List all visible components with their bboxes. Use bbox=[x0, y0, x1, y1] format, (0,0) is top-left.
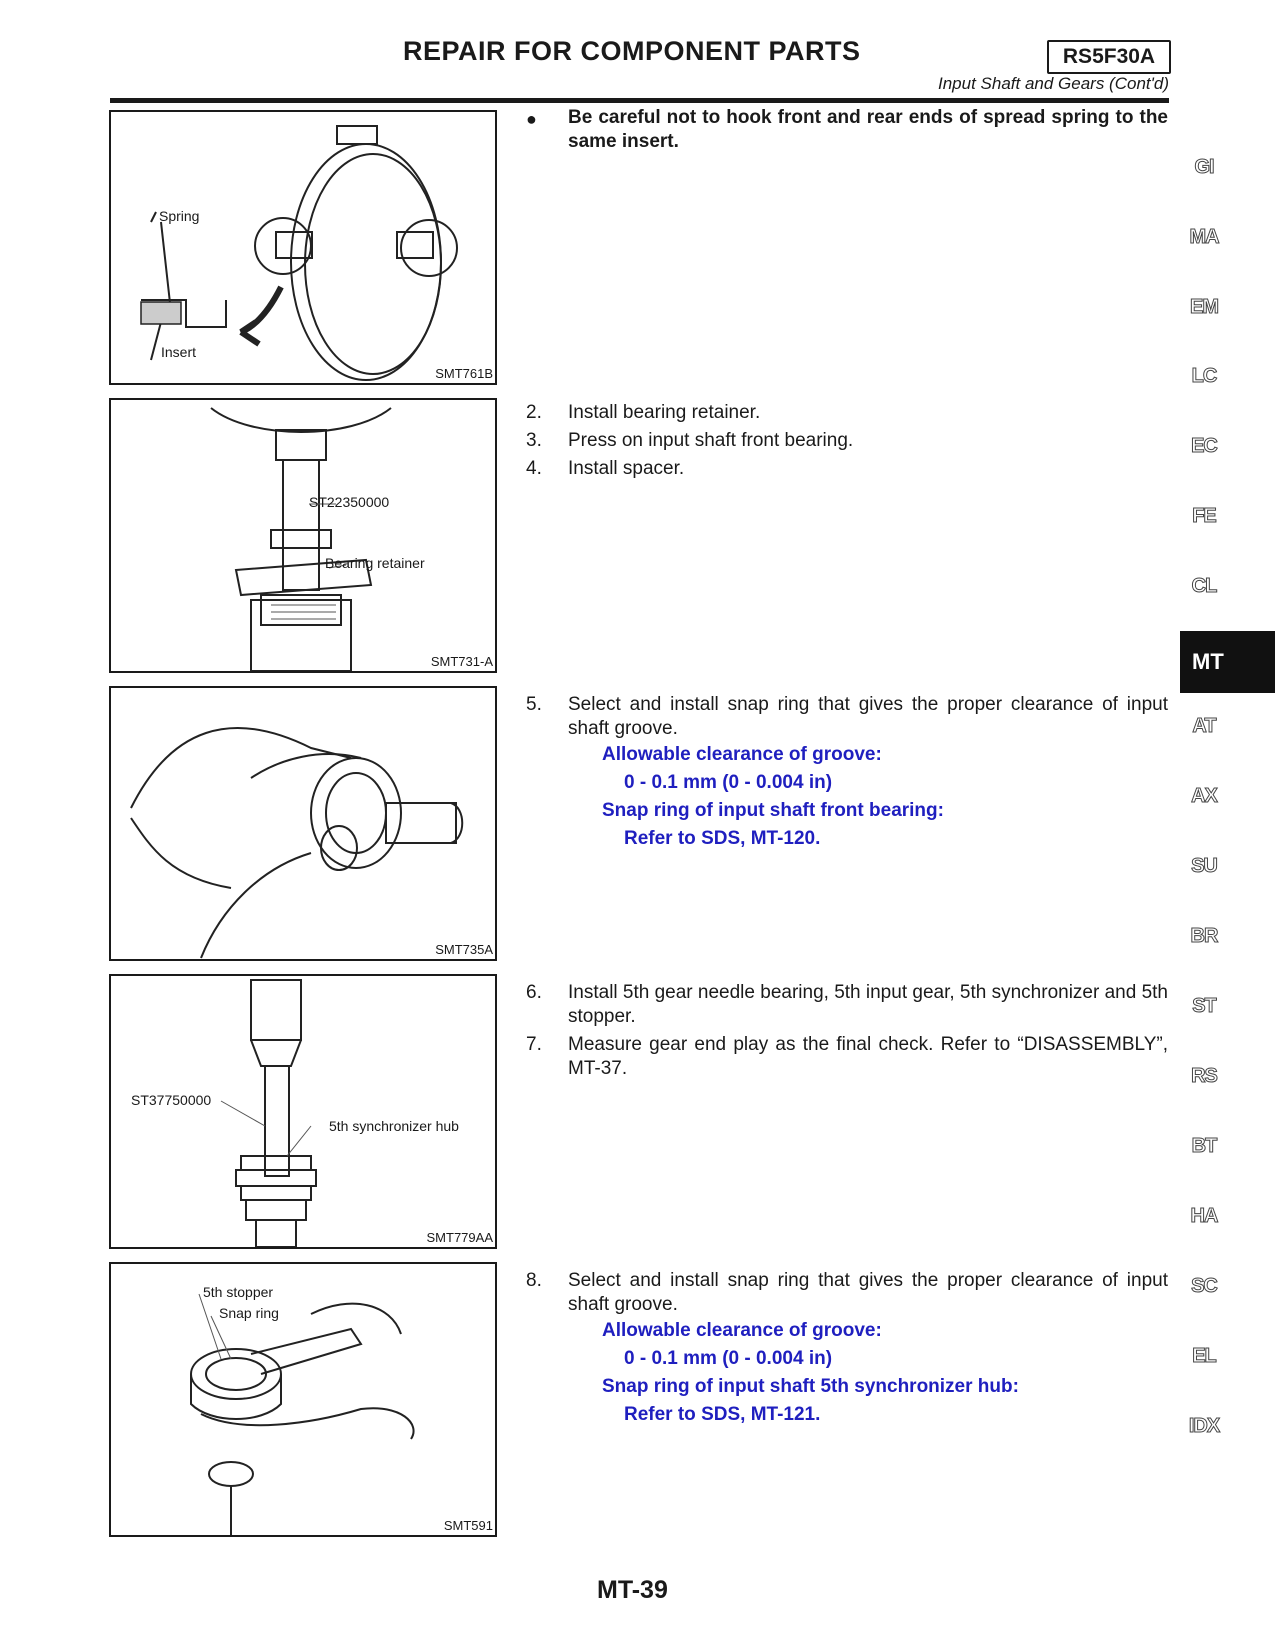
side-tab-el[interactable]: EL bbox=[1192, 1345, 1218, 1368]
step-number: 2. bbox=[526, 402, 542, 423]
side-tab-rs[interactable]: RS bbox=[1191, 1065, 1219, 1088]
step-2: 2. Install bearing retainer. bbox=[526, 399, 1168, 427]
side-tab-lc[interactable]: LC bbox=[1191, 365, 1218, 388]
callout-5th-stopper: 5th stopper bbox=[203, 1284, 274, 1300]
side-tab-fe[interactable]: FE bbox=[1192, 505, 1218, 528]
step-text: Press on input shaft front bearing. bbox=[568, 430, 854, 451]
figure-snap-ring-front-bearing: SMT735A bbox=[109, 686, 497, 961]
step-text: Install bearing retainer. bbox=[568, 402, 761, 423]
spec-value: 0 - 0.1 mm (0 - 0.004 in) bbox=[624, 772, 833, 793]
side-tab-mt-active[interactable]: MT bbox=[1180, 631, 1275, 693]
side-tab-ma[interactable]: MA bbox=[1189, 226, 1220, 249]
side-tab-idx[interactable]: IDX bbox=[1188, 1415, 1220, 1438]
figure-code: SMT731-A bbox=[430, 654, 493, 669]
step-number: 6. bbox=[526, 982, 542, 1003]
step-number: 7. bbox=[526, 1034, 542, 1055]
section-subtitle: Input Shaft and Gears (Cont'd) bbox=[938, 74, 1169, 93]
figure-code: SMT735A bbox=[435, 942, 493, 957]
caution-block: ● Be careful not to hook front and rear … bbox=[526, 106, 1168, 154]
side-tab-bt[interactable]: BT bbox=[1191, 1135, 1218, 1158]
step-text: Install 5th gear needle bearing, 5th inp… bbox=[568, 982, 1168, 1027]
spec-label: Allowable clearance of groove: bbox=[602, 1320, 882, 1341]
bearing-retainer-illustration bbox=[210, 407, 392, 671]
side-tab-br[interactable]: BR bbox=[1190, 925, 1219, 948]
synchronizer-hub-press-illustration bbox=[220, 979, 317, 1247]
callout-tool-number: ST37750000 bbox=[131, 1092, 212, 1108]
step-7: 7. Measure gear end play as the final ch… bbox=[526, 1033, 1168, 1081]
figure-spring-insert: Spring Insert SMT761B bbox=[109, 110, 497, 385]
figure-bearing-retainer: ST22350000 Bearing retainer SMT731-A bbox=[109, 398, 497, 673]
step-number: 3. bbox=[526, 430, 542, 451]
caution-text: Be careful not to hook front and rear en… bbox=[568, 107, 1168, 152]
callout-snap-ring: Snap ring bbox=[219, 1305, 279, 1321]
step-8-block: 8. Select and install snap ring that giv… bbox=[526, 1269, 1168, 1429]
side-tab-ax[interactable]: AX bbox=[1191, 785, 1219, 808]
figure-5th-stopper-snap-ring: 5th stopper Snap ring SMT591 bbox=[109, 1262, 497, 1537]
side-tab-sc[interactable]: SC bbox=[1191, 1275, 1219, 1298]
figure-code: SMT779AA bbox=[426, 1230, 493, 1245]
step-number: 5. bbox=[526, 694, 542, 715]
callout-insert: Insert bbox=[161, 344, 197, 360]
steps-6-7: 6. Install 5th gear needle bearing, 5th … bbox=[526, 981, 1168, 1081]
figure-code: SMT591 bbox=[443, 1518, 493, 1533]
step-5: 5. Select and install snap ring that giv… bbox=[526, 693, 1168, 741]
side-tab-ec[interactable]: EC bbox=[1191, 435, 1219, 458]
step-number: 4. bbox=[526, 458, 542, 479]
side-tab-ha[interactable]: HA bbox=[1190, 1205, 1219, 1228]
steps-2-4: 2. Install bearing retainer. 3. Press on… bbox=[526, 399, 1168, 483]
side-tab-st[interactable]: ST bbox=[1192, 995, 1218, 1018]
step-4: 4. Install spacer. bbox=[526, 455, 1168, 483]
side-tab-gi[interactable]: GI bbox=[1194, 156, 1215, 179]
step-text: Select and install snap ring that gives … bbox=[568, 1270, 1168, 1315]
snap-ring-hands-illustration bbox=[130, 727, 464, 959]
step-number: 8. bbox=[526, 1270, 542, 1291]
step-6: 6. Install 5th gear needle bearing, 5th … bbox=[526, 981, 1168, 1029]
step-8: 8. Select and install snap ring that giv… bbox=[526, 1269, 1168, 1317]
callout-spring: Spring bbox=[159, 208, 200, 224]
side-tab-em[interactable]: EM bbox=[1190, 296, 1220, 319]
step-text: Select and install snap ring that gives … bbox=[568, 694, 1168, 739]
side-tab-at[interactable]: AT bbox=[1192, 715, 1217, 738]
spec-label: Snap ring of input shaft 5th synchronize… bbox=[602, 1376, 1019, 1397]
spec-label: Snap ring of input shaft front bearing: bbox=[602, 800, 944, 821]
step-5-block: 5. Select and install snap ring that giv… bbox=[526, 693, 1168, 853]
header-rule bbox=[110, 98, 1169, 103]
figure-5th-synchronizer-hub: ST37750000 5th synchronizer hub SMT779AA bbox=[109, 974, 497, 1249]
side-tab-su[interactable]: SU bbox=[1191, 855, 1219, 878]
step-3: 3. Press on input shaft front bearing. bbox=[526, 427, 1168, 455]
callout-bearing-retainer: Bearing retainer bbox=[325, 555, 425, 571]
spec-value: Refer to SDS, MT-120. bbox=[624, 828, 821, 849]
side-tab-cl[interactable]: CL bbox=[1191, 575, 1218, 598]
spring-insert-illustration bbox=[140, 125, 458, 381]
step-text: Install spacer. bbox=[568, 458, 685, 479]
callout-5th-synchronizer-hub: 5th synchronizer hub bbox=[329, 1118, 459, 1134]
page-title: REPAIR FOR COMPONENT PARTS bbox=[403, 36, 861, 66]
caution-item: ● Be careful not to hook front and rear … bbox=[526, 106, 1168, 154]
bullet-icon: ● bbox=[526, 109, 537, 129]
spec-value: 0 - 0.1 mm (0 - 0.004 in) bbox=[624, 1348, 833, 1369]
model-code-badge: RS5F30A bbox=[1047, 40, 1171, 74]
stopper-snap-ring-illustration bbox=[190, 1293, 415, 1535]
spec-value: Refer to SDS, MT-121. bbox=[624, 1404, 821, 1425]
page-number: MT-39 bbox=[597, 1576, 668, 1604]
spec-label: Allowable clearance of groove: bbox=[602, 744, 882, 765]
callout-tool-number: ST22350000 bbox=[309, 494, 390, 510]
figure-code: SMT761B bbox=[435, 366, 493, 381]
step-text: Measure gear end play as the final check… bbox=[568, 1034, 1168, 1079]
